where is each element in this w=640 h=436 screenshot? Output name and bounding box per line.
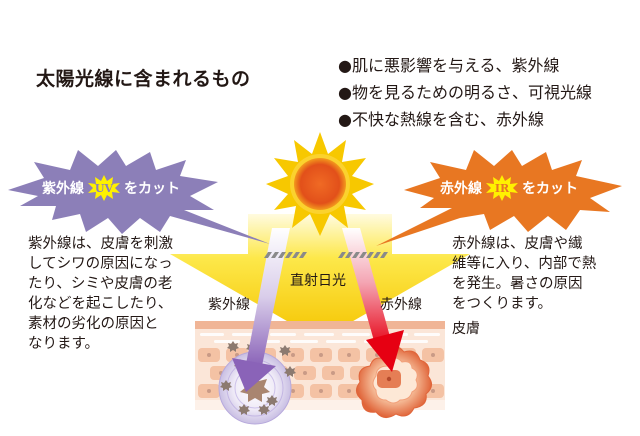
uv-cut-suffix: をカット bbox=[124, 181, 180, 197]
ir-description: 赤外線は、皮膚や繊 維等に入り、内部で熱 を発生。暑さの原因 をつくります。 bbox=[452, 234, 596, 314]
uv-label: 紫外線 bbox=[208, 297, 250, 313]
ir-starburst-icon bbox=[486, 175, 518, 201]
direct-sunlight-label: 直射日光 bbox=[290, 273, 346, 289]
ir-cut-label: 赤外線 IR をカット bbox=[440, 175, 578, 201]
ir-label: 赤外線 bbox=[380, 297, 422, 313]
bullet-visible: ●物を見るための明るさ、可視光線 bbox=[338, 83, 592, 102]
uv-description-line: 紫外線は、皮膚を刺激 bbox=[28, 236, 173, 252]
ir-description-line: 維等に入り、内部で熱 bbox=[452, 256, 597, 272]
ir-description-line: 赤外線は、皮膚や繊 bbox=[452, 236, 583, 252]
ir-heat-site bbox=[356, 346, 432, 418]
ir-description-line: を発生。暑さの原因 bbox=[452, 276, 583, 292]
uv-starburst-icon bbox=[88, 175, 120, 201]
uv-badge-text: UV bbox=[94, 181, 114, 195]
bullet-ir: ●不快な熱線を含む、赤外線 bbox=[338, 110, 544, 129]
uv-description-line: 素材の劣化の原因と bbox=[28, 316, 159, 332]
ir-burst-shape bbox=[376, 150, 622, 246]
ir-cut-prefix: 赤外線 bbox=[440, 181, 482, 197]
filter-stripes bbox=[264, 252, 388, 258]
uv-description-line: たり、シミや皮膚の老 bbox=[28, 276, 173, 292]
uv-description-line: 化などを起こしたり、 bbox=[28, 296, 173, 312]
ir-cut-suffix: をカット bbox=[522, 181, 578, 197]
ir-description-line: をつくります。 bbox=[452, 296, 553, 312]
diagram-title: 太陽光線に含まれるもの bbox=[36, 68, 251, 90]
skin-label: 皮膚 bbox=[452, 321, 480, 337]
direct-sunlight-arrow bbox=[170, 214, 470, 340]
uv-badge: UV bbox=[86, 175, 122, 201]
uv-description-line: なります。 bbox=[28, 336, 100, 352]
sunlight-components-list: ●肌に悪影響を与える、紫外線 ●物を見るための明るさ、可視光線 ●不快な熱線を含… bbox=[338, 52, 592, 133]
uv-cut-label: 紫外線 UV をカット bbox=[42, 175, 180, 201]
uv-description: 紫外線は、皮膚を刺激 してシワの原因になっ たり、シミや皮膚の老 化などを起こし… bbox=[28, 234, 173, 354]
ir-badge-text: IR bbox=[494, 181, 510, 195]
uv-ray-arrow bbox=[232, 228, 290, 392]
uv-description-line: してシワの原因になっ bbox=[28, 256, 173, 272]
ir-badge: IR bbox=[484, 175, 520, 201]
bullet-uv: ●肌に悪影響を与える、紫外線 bbox=[338, 56, 560, 75]
sun-icon bbox=[266, 132, 374, 236]
uv-cut-prefix: 紫外線 bbox=[42, 181, 84, 197]
uv-burst-shape bbox=[8, 150, 270, 244]
